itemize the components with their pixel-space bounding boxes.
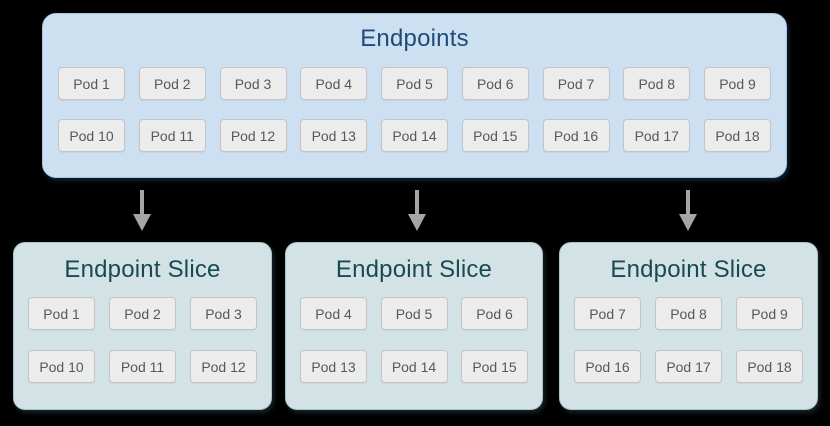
pod-chip: Pod 12 xyxy=(190,350,257,383)
slice-pod-row-1: Pod 1 Pod 2 Pod 3 xyxy=(14,297,271,330)
endpoints-pod-row-2: Pod 10 Pod 11 Pod 12 Pod 13 Pod 14 Pod 1… xyxy=(43,119,786,152)
pod-chip: Pod 3 xyxy=(219,67,287,100)
pod-chip: Pod 7 xyxy=(574,297,641,330)
endpoint-slice-title: Endpoint Slice xyxy=(335,256,493,283)
pod-chip: Pod 15 xyxy=(461,119,529,152)
slice-pod-row-1: Pod 7 Pod 8 Pod 9 xyxy=(560,297,817,330)
arrow-down-icon xyxy=(679,190,697,232)
arrow-head xyxy=(133,214,151,231)
pod-chip: Pod 18 xyxy=(736,350,803,383)
pod-chip: Pod 5 xyxy=(380,297,448,330)
endpoint-slice-title: Endpoint Slice xyxy=(610,256,767,283)
endpoints-title: Endpoints xyxy=(360,25,469,52)
pod-chip: Pod 9 xyxy=(736,297,803,330)
endpoint-slice-box-1: Endpoint Slice Pod 1 Pod 2 Pod 3 Pod 10 … xyxy=(13,242,272,410)
pod-chip: Pod 16 xyxy=(542,119,610,152)
endpoint-slice-box-3: Endpoint Slice Pod 7 Pod 8 Pod 9 Pod 16 … xyxy=(559,242,818,410)
arrow-shaft xyxy=(140,190,144,214)
endpoint-slice-box-2: Endpoint Slice Pod 4 Pod 5 Pod 6 Pod 13 … xyxy=(285,242,543,410)
pod-chip: Pod 18 xyxy=(704,119,771,152)
pod-chip: Pod 6 xyxy=(461,67,529,100)
endpoints-pod-row-1: Pod 1 Pod 2 Pod 3 Pod 4 Pod 5 Pod 6 Pod … xyxy=(43,67,786,100)
pod-chip: Pod 4 xyxy=(300,67,368,100)
pod-chip: Pod 5 xyxy=(381,67,448,100)
pod-chip: Pod 8 xyxy=(655,297,722,330)
pod-chip: Pod 1 xyxy=(28,297,95,330)
slice-pod-row-2: Pod 13 Pod 14 Pod 15 xyxy=(286,350,542,383)
pod-chip: Pod 17 xyxy=(655,350,722,383)
pod-chip: Pod 8 xyxy=(623,67,691,100)
pod-chip: Pod 16 xyxy=(574,350,641,383)
arrow-shaft xyxy=(415,190,419,214)
pod-chip: Pod 9 xyxy=(704,67,771,100)
arrow-down-icon xyxy=(133,190,151,232)
endpoints-box: Endpoints Pod 1 Pod 2 Pod 3 Pod 4 Pod 5 … xyxy=(42,13,787,178)
pod-chip: Pod 6 xyxy=(461,297,528,330)
pod-chip: Pod 11 xyxy=(109,350,176,383)
pod-chip: Pod 3 xyxy=(190,297,257,330)
pod-chip: Pod 14 xyxy=(381,119,448,152)
slice-pod-row-1: Pod 4 Pod 5 Pod 6 xyxy=(286,297,542,330)
slice-pod-row-2: Pod 10 Pod 11 Pod 12 xyxy=(14,350,271,383)
pod-chip: Pod 7 xyxy=(542,67,610,100)
endpoint-slice-title: Endpoint Slice xyxy=(64,256,221,283)
pod-chip: Pod 13 xyxy=(300,119,368,152)
arrow-head xyxy=(408,214,426,231)
arrow-down-icon xyxy=(408,190,426,232)
arrow-head xyxy=(679,214,697,231)
arrow-shaft xyxy=(686,190,690,214)
pod-chip: Pod 17 xyxy=(623,119,691,152)
pod-chip: Pod 14 xyxy=(380,350,448,383)
pod-chip: Pod 15 xyxy=(461,350,528,383)
pod-chip: Pod 12 xyxy=(219,119,287,152)
pod-chip: Pod 2 xyxy=(109,297,176,330)
pod-chip: Pod 2 xyxy=(138,67,206,100)
pod-chip: Pod 13 xyxy=(300,350,367,383)
pod-chip: Pod 4 xyxy=(300,297,367,330)
pod-chip: Pod 10 xyxy=(58,119,125,152)
pod-chip: Pod 10 xyxy=(28,350,95,383)
pod-chip: Pod 1 xyxy=(58,67,125,100)
slice-pod-row-2: Pod 16 Pod 17 Pod 18 xyxy=(560,350,817,383)
pod-chip: Pod 11 xyxy=(138,119,206,152)
